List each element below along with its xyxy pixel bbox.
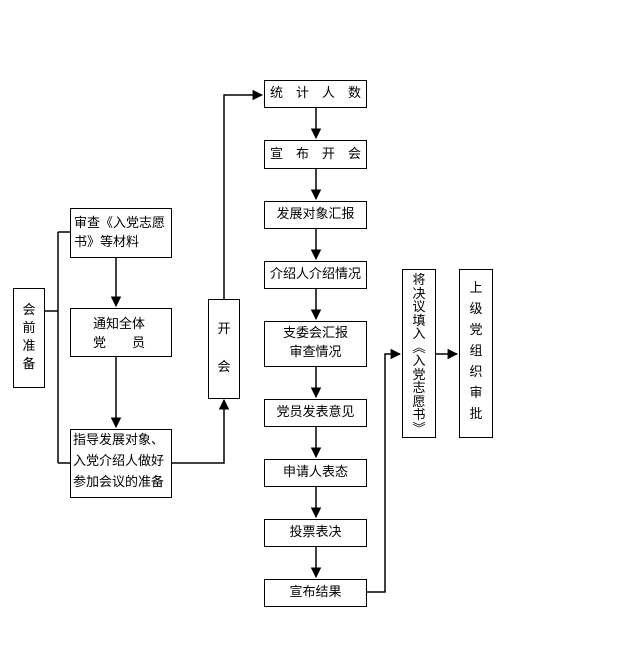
guide-line-1: 指导发展对象、 [73, 433, 165, 448]
step-announce-open: 宣 布 开 会 [264, 140, 367, 169]
fill-in-char: 入 [412, 327, 426, 342]
prep-char: 准 [22, 339, 36, 354]
notify-line-1: 通知全体 [93, 317, 146, 332]
meeting-char: 会 [217, 360, 231, 375]
fill-in-application-box: 将 决 议 填 入 ︽ 入 党 志 愿 书 ︾ [402, 269, 436, 438]
higher-approval-box: 上 级 党 组 织 审 批 [459, 269, 493, 438]
fill-in-char: 填 [412, 313, 426, 329]
fill-in-char: 将 [412, 273, 426, 288]
approval-char: 组 [469, 344, 483, 359]
approval-char: 批 [469, 407, 483, 422]
step-introducer-report: 介绍人介绍情况 [264, 261, 367, 289]
approval-char: 党 [469, 323, 483, 338]
step-committee-review: 支委会汇报 审查情况 [264, 321, 367, 367]
fill-in-char: 志 [412, 381, 426, 396]
guide-line-2: 入党介绍人做好 [73, 454, 165, 469]
approval-char: 级 [469, 302, 483, 317]
guide-prepare-box: 指导发展对象、 入党介绍人做好 参加会议的准备 [70, 429, 172, 498]
step-announce-result: 宣布结果 [264, 579, 367, 607]
approval-char: 审 [469, 386, 483, 401]
guide-line-3: 参加会议的准备 [73, 475, 165, 490]
fill-in-char: 决 [412, 286, 426, 302]
step-count-people: 统 计 人 数 [264, 80, 367, 108]
meeting-char: 开 [217, 322, 231, 337]
step-candidate-report: 发展对象汇报 [264, 201, 367, 229]
approval-char: 织 [469, 365, 483, 380]
approval-char: 上 [469, 281, 483, 296]
review-materials-box: 审查《入党志愿 书》等材料 [70, 208, 172, 258]
fill-in-char: 党 [412, 367, 426, 383]
notify-members-box: 通知全体 党 员 [70, 308, 172, 357]
notify-line-2: 党 员 [93, 336, 146, 351]
fill-in-char: 书 [412, 408, 426, 423]
fill-in-char: 入 [412, 354, 426, 369]
review-line-1: 审查《入党志愿 [74, 216, 166, 231]
step-vote: 投票表决 [264, 519, 367, 547]
prep-char: 前 [22, 321, 36, 336]
fill-in-char: 愿 [412, 394, 426, 410]
meeting-box: 开 会 [208, 299, 240, 399]
step-applicant-statement: 申请人表态 [264, 459, 367, 487]
review-line-2: 书》等材料 [74, 235, 140, 250]
prep-char: 会 [22, 303, 36, 318]
fill-in-char: ︽ [412, 340, 426, 356]
prep-char: 备 [22, 357, 36, 372]
meeting-prep-box: 会 前 准 备 [13, 288, 45, 388]
fill-in-char: ︾ [412, 421, 426, 437]
fill-in-char: 议 [412, 300, 426, 315]
step-members-opinion: 党员发表意见 [264, 399, 367, 427]
